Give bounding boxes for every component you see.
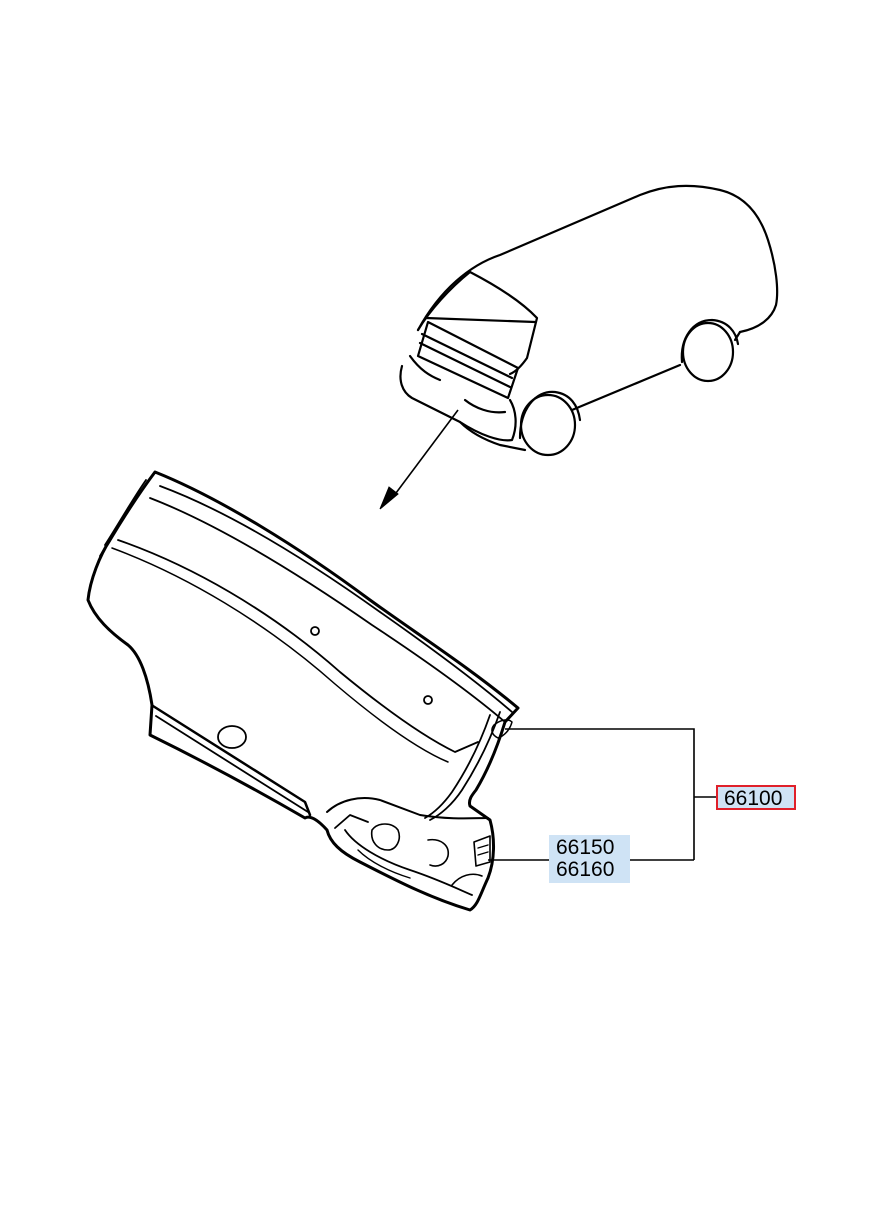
van-bumper [399,364,517,442]
part-number-label: 66160 [556,858,615,881]
van-hood [424,316,537,324]
leader-line-upper [505,728,695,860]
van-side-sill [570,363,682,412]
panel-outline [86,470,520,912]
van-body-outline [416,184,779,334]
part-number-callout-group[interactable]: 66150 66160 [549,835,630,883]
part-number-label: 66150 [556,836,615,859]
mounting-hole [423,695,433,705]
direction-arrow-icon [379,409,459,510]
panel-crease [117,539,479,753]
van-grille [416,320,520,400]
van-windshield [468,270,539,376]
leader-lines [488,728,716,861]
mounting-hole [217,725,247,749]
part-number-callout-66100[interactable]: 66100 [716,785,796,810]
van-outline-icon [399,184,779,457]
part-number-label: 66100 [724,787,783,810]
mounting-hole [310,626,320,636]
front-panel-assembly-icon [86,470,520,912]
